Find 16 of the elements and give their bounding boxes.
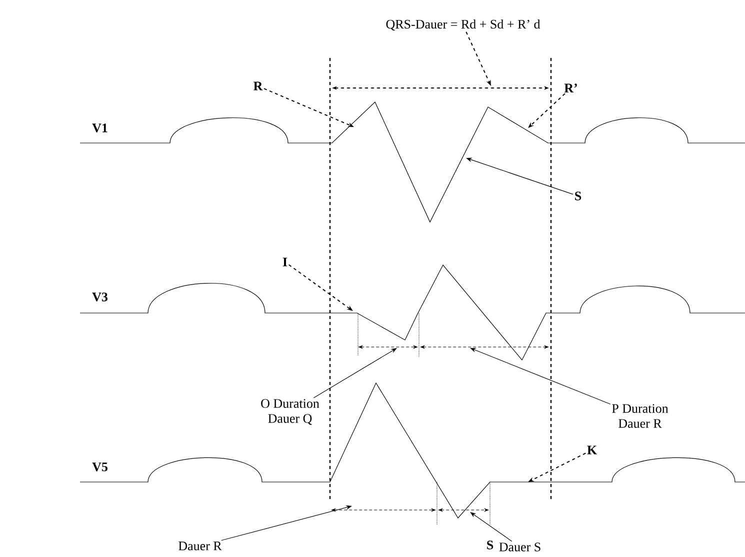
text-label: P Duration Dauer R [612,404,668,428]
text-label: O Duration Dauer Q [261,399,320,425]
text-label: R [254,82,263,90]
text-label: QRS-Dauer = Rd + Sd + R’ d [386,19,540,31]
text-label: Dauer S [499,542,540,552]
leader-line [470,512,512,542]
text-label: V1 [92,124,108,132]
text-label: Dauer R [178,542,222,550]
text-label: K [587,446,597,454]
text-label: S [487,540,494,550]
leader-line [313,348,397,398]
text-label: V5 [92,462,108,472]
text-label: V3 [92,292,108,302]
text-label: S [575,192,582,200]
text-label: I [282,258,288,266]
text-label: R’ [564,84,577,92]
